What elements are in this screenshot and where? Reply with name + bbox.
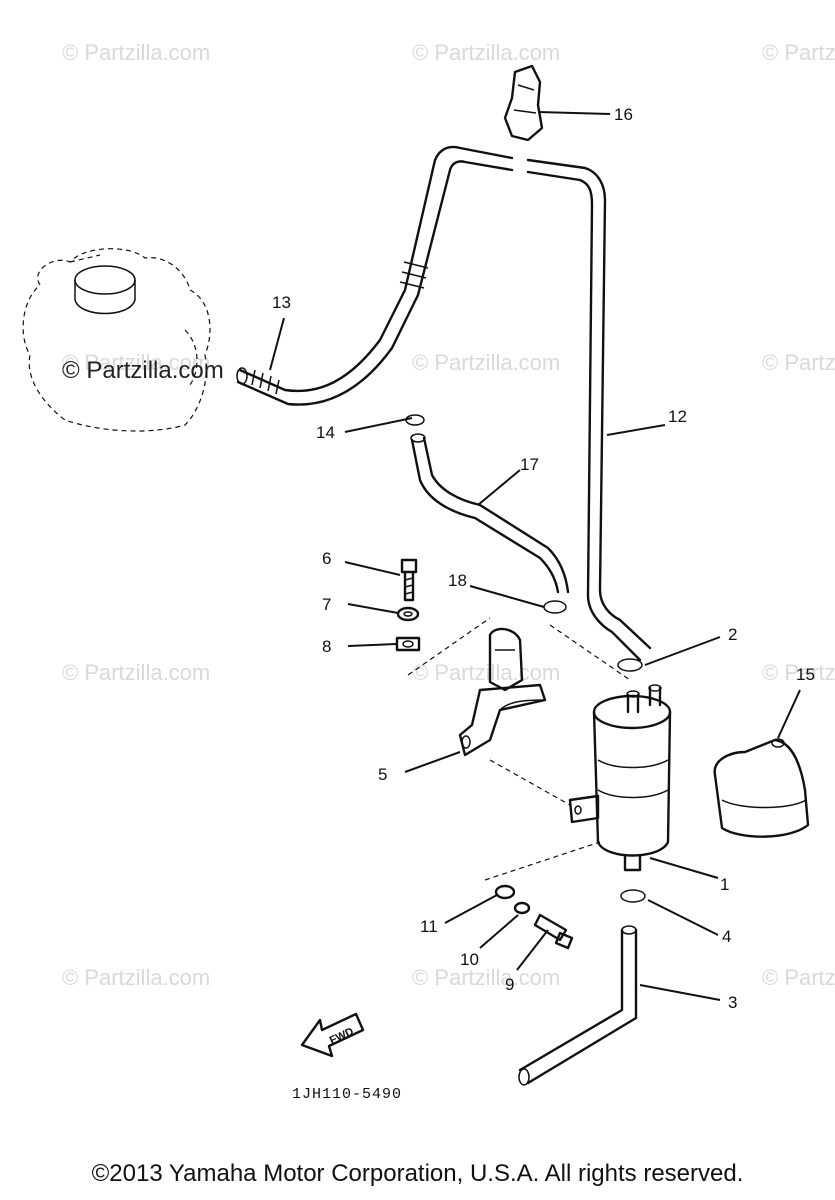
part-4-clip — [620, 889, 646, 903]
watermark: © Partzilla.com — [62, 965, 210, 990]
callout-12: 12 — [668, 407, 687, 426]
callout-1: 1 — [720, 875, 729, 894]
watermark: © Partzilla.com — [62, 40, 210, 65]
callout-17: 17 — [520, 455, 539, 474]
part-5-bracket — [458, 627, 547, 757]
callout-16: 16 — [614, 105, 633, 124]
callout-15: 15 — [796, 665, 815, 684]
watermark-primary: © Partzilla.com — [62, 357, 224, 384]
part-18-clip — [543, 600, 567, 614]
copyright-notice: ©2013 Yamaha Motor Corporation, U.S.A. A… — [91, 1160, 744, 1187]
leader-lines — [269, 111, 801, 1001]
watermark: © Partzilla.com — [412, 40, 560, 65]
part-3-hose — [518, 925, 638, 1086]
part-14-clip — [405, 414, 425, 426]
part-10-washer — [513, 901, 531, 915]
watermark: © Partzilla.com — [412, 965, 560, 990]
watermark: © Partzilla.com — [62, 350, 210, 375]
callout-9: 9 — [505, 975, 514, 994]
part-8-nut — [395, 636, 421, 652]
part-9-bolt — [533, 913, 574, 950]
callout-18: 18 — [448, 571, 467, 590]
callout-4: 4 — [722, 927, 731, 946]
watermark: © Partzilla.com — [62, 660, 210, 685]
callout-14: 14 — [316, 423, 335, 442]
watermark: © Partzilla.com — [412, 350, 560, 375]
part-7-washer — [396, 606, 420, 622]
carburetor-outline — [22, 248, 211, 432]
part-16-clip — [503, 64, 544, 142]
part-6-bolt — [400, 558, 418, 602]
part-1-canister — [568, 684, 672, 872]
watermark: © Partzilla.com — [762, 350, 835, 375]
part-17-hose — [410, 433, 570, 594]
diagram-code: 1JH110-5490 — [292, 1086, 402, 1103]
callout-11: 11 — [420, 917, 438, 936]
callout-6: 6 — [322, 549, 331, 568]
watermark-layer: © Partzilla.com © Partzilla.com © Partzi… — [62, 40, 835, 990]
part-13-hose — [236, 145, 514, 406]
callout-5: 5 — [378, 765, 387, 784]
part-11-washer — [494, 884, 516, 900]
forward-arrow-icon: FWD — [300, 1012, 365, 1058]
fwd-label: FWD — [328, 1026, 356, 1047]
watermark: © Partzilla.com — [762, 660, 835, 685]
watermark: © Partzilla.com — [412, 660, 560, 685]
assembly-lines — [407, 617, 631, 881]
callout-10: 10 — [460, 950, 479, 969]
watermark: © Partzilla.com — [762, 965, 835, 990]
callout-8: 8 — [322, 637, 331, 656]
callout-7: 7 — [322, 595, 331, 614]
part-12-hose — [526, 158, 652, 662]
callout-layer: 1 2 3 4 5 6 7 8 9 10 11 12 13 14 15 16 1… — [272, 105, 815, 1012]
watermark: © Partzilla.com — [762, 40, 835, 65]
part-15-cover — [713, 738, 810, 838]
callout-3: 3 — [728, 993, 737, 1012]
callout-13: 13 — [272, 293, 291, 312]
callout-2: 2 — [728, 625, 737, 644]
part-2-clip — [617, 658, 643, 672]
